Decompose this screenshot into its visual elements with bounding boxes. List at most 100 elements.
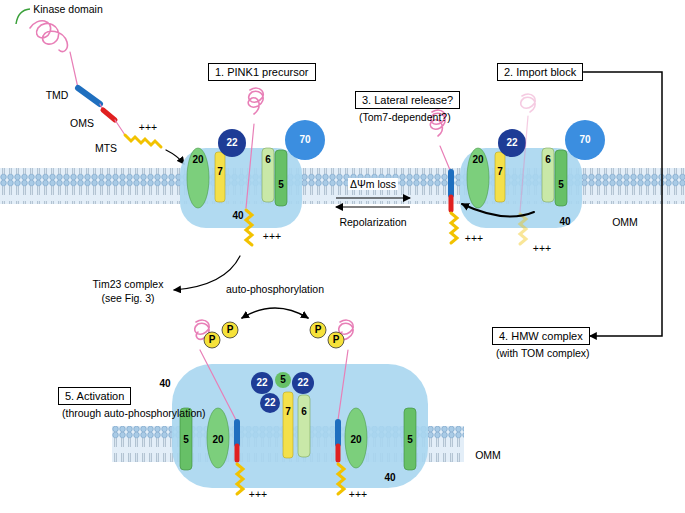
pink1-precursor-part (166, 150, 184, 164)
pink1-precursor-part (103, 110, 115, 120)
subunit-number: 22 (506, 137, 517, 149)
hmw-complex-part (298, 395, 310, 457)
annotation: +++ (349, 488, 367, 500)
subunit-number: 7 (497, 166, 503, 178)
subunit-number: 22 (256, 377, 267, 389)
pink1-dimer-part (338, 350, 348, 420)
pink1-precursor-part (30, 21, 67, 52)
annotation: Tim23 complex (93, 278, 164, 290)
hmw-complex-part (404, 408, 416, 470)
hmw-complex (172, 364, 428, 488)
step-title: 4. HMW complex (492, 327, 590, 345)
pink1-import-part (248, 88, 263, 114)
subunit-number: 7 (217, 166, 223, 178)
flow-arrow (583, 72, 662, 336)
annotation: +++ (139, 121, 157, 133)
tom-complex-right-part (467, 148, 489, 208)
hmw-complex-part (260, 393, 280, 413)
tom-complex-left-part (180, 148, 302, 228)
step-title: 5. Activation (58, 387, 131, 405)
pink1-dimer-part (242, 308, 308, 318)
tom-complex-left-part (275, 150, 287, 206)
subunit-number: 40 (384, 472, 395, 484)
annotation: +++ (465, 232, 483, 244)
kinase-bracket-part (16, 9, 30, 24)
subunit-number: P (315, 324, 322, 336)
subunit-number: 20 (192, 154, 203, 166)
step-box: 2. Import block (497, 62, 583, 81)
step-box: 5. Activation (through auto-phosphorylati… (58, 386, 206, 420)
tom-complex-left-part (285, 120, 325, 160)
pink1-arrested-part (451, 213, 457, 243)
pink1-arrested-part (448, 172, 454, 195)
outer-membrane-part (0, 168, 685, 204)
subunit-number: 6 (545, 154, 551, 166)
annotation: (see Fig. 3) (101, 292, 154, 304)
step-subtitle: (Tom7-dependent?) (355, 111, 460, 124)
pink1-precursor (30, 21, 184, 164)
annotation: OMS (70, 117, 94, 129)
step-box: 4. HMW complex (with TOM complex) (492, 326, 590, 360)
subunit-number: P (227, 324, 234, 336)
pink1-arrested-part-part (521, 94, 536, 112)
pink1-dimer-part (335, 422, 341, 444)
annotation: OMM (475, 449, 501, 461)
hmw-complex-part (292, 372, 314, 394)
annotation: auto-phosphorylation (226, 283, 324, 295)
annotation: MTS (95, 142, 117, 154)
subunit-number: 6 (265, 154, 271, 166)
annotation: TMD (46, 89, 69, 101)
subunit-number: 70 (299, 134, 310, 146)
tom-complex-right-part (542, 148, 554, 202)
subunit-number: 20 (472, 154, 483, 166)
pink1-dimer-part (234, 422, 240, 444)
outer-membrane-part (0, 168, 685, 204)
pink1-import (174, 88, 263, 290)
subunit-number: 22 (264, 397, 275, 409)
tom-complex-left-part (215, 152, 225, 202)
subunit-number: P (209, 334, 216, 346)
hmw-complex-part (275, 372, 291, 388)
pink1-precursor-part (78, 88, 100, 104)
subunit-number: 5 (278, 179, 284, 191)
step-title: 1. PINK1 precursor (208, 63, 316, 81)
pink1-precursor-part (115, 120, 125, 135)
step-box: 1. PINK1 precursor (208, 62, 316, 81)
subunit-number: 5 (183, 434, 189, 446)
step-box: 3. Lateral release? (Tom7-dependent?) (355, 90, 460, 124)
annotation: Kinase domain (33, 3, 102, 15)
phospho-circles-part (310, 322, 326, 338)
tom-complex-right (460, 120, 605, 228)
kinase-bracket (16, 9, 30, 24)
step-subtitle: (through auto-phosphorylation) (58, 407, 206, 420)
pink1-dimer-part (338, 464, 344, 494)
pink1-dimer-part (237, 464, 243, 494)
equilibrium-arrows-part (336, 197, 410, 198)
subunit-number: P (333, 334, 340, 346)
hmw-complex-part (207, 408, 229, 468)
tom-complex-right-part (555, 150, 567, 206)
equilibrium-arrows (336, 198, 410, 207)
phospho-circles-part (222, 322, 238, 338)
tom-complex-left-part (218, 129, 246, 157)
pink1-import-part (246, 124, 254, 208)
tom-complex-right-part (495, 152, 505, 202)
hmw-complex-part (251, 372, 273, 394)
pink1-precursor-part (125, 135, 161, 147)
subunit-number: 40 (159, 378, 170, 390)
step-title: 3. Lateral release? (355, 91, 460, 109)
step-subtitle: (with TOM complex) (492, 347, 590, 360)
subunit-number: 22 (297, 377, 308, 389)
pink1-arrested-part-part (520, 214, 526, 244)
subunit-number: 40 (559, 216, 570, 228)
subunit-number: 6 (301, 406, 307, 418)
tom-complex-right-part (565, 120, 605, 160)
annotation: Repolarization (337, 216, 408, 228)
annotation: ΔΨm loss (348, 178, 398, 190)
subunit-number: 7 (285, 406, 291, 418)
tom-complex-left (180, 120, 325, 228)
subunit-number: 70 (579, 134, 590, 146)
subunit-number: 5 (280, 374, 286, 386)
tom-complex-left-part (187, 148, 209, 208)
subunit-number: 20 (212, 434, 223, 446)
